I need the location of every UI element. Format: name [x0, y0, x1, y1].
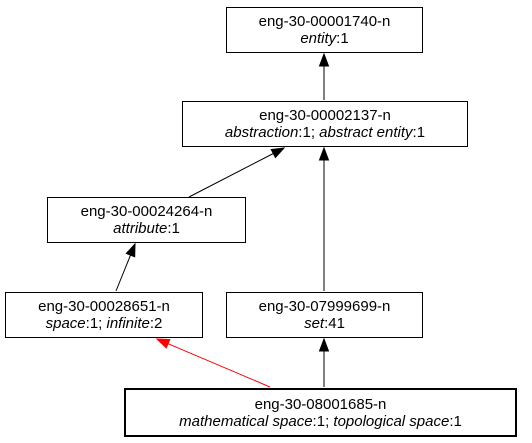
synset-lemmas: set:41: [304, 315, 345, 332]
synset-id: eng-30-00002137-n: [259, 107, 391, 124]
lemma-sense: 1: [89, 315, 99, 332]
arrowhead-icon: [318, 337, 330, 352]
hypernym-edge: [318, 52, 330, 100]
hypernym-edge: [115, 242, 136, 292]
edge-line: [167, 343, 271, 388]
edge-line: [188, 153, 274, 198]
arrowhead-icon: [125, 242, 136, 258]
synset-id: eng-30-08001685-n: [254, 395, 387, 413]
synset-lemmas: mathematical space:1; topological space:…: [179, 412, 462, 430]
edge-line: [115, 254, 131, 292]
synset-lemmas: attribute:1: [113, 220, 180, 237]
lemma-word: topological space: [333, 412, 450, 430]
lemma-word: attribute: [113, 220, 168, 237]
lemma-word: abstraction: [224, 124, 299, 141]
lemma-word: space: [45, 315, 86, 332]
lemma-word: set: [304, 315, 325, 332]
synset-id: eng-30-00001740-n: [258, 13, 391, 30]
synset-node-set[interactable]: eng-30-07999699-n set:41: [226, 292, 423, 338]
lemma-word: mathematical space: [179, 412, 313, 430]
hypernym-edge: [318, 337, 330, 387]
lemma-sense: 1: [416, 124, 426, 141]
synset-id: eng-30-07999699-n: [258, 298, 391, 315]
lemma-sense: 2: [154, 315, 163, 332]
lemma-sense: 1: [171, 220, 180, 237]
arrowhead-icon: [318, 146, 330, 161]
synset-lemmas: space:1; infinite:2: [45, 315, 163, 332]
arrowhead-icon: [270, 147, 286, 159]
lemma-sense: 41: [328, 315, 345, 332]
synset-lemmas: abstraction:1; abstract entity:1: [224, 124, 426, 141]
lemma-sense: 1: [453, 412, 462, 430]
synset-node-entity[interactable]: eng-30-00001740-n entity:1: [226, 7, 423, 53]
synset-node-abstraction[interactable]: eng-30-00002137-n abstraction:1; abstrac…: [182, 101, 468, 147]
lemma-word: abstract entity: [319, 124, 413, 141]
synset-lemmas: entity:1: [300, 30, 349, 47]
hypernym-edge: [188, 147, 286, 198]
lemma-word: entity: [300, 30, 337, 47]
lemma-sense: 1: [340, 30, 349, 47]
arrowhead-icon: [155, 338, 171, 349]
synset-node-space[interactable]: eng-30-00028651-n space:1; infinite:2: [5, 292, 203, 338]
synset-node-mathematical-space[interactable]: eng-30-08001685-n mathematical space:1; …: [124, 388, 517, 437]
hypernym-edge: [155, 338, 271, 388]
lemma-sense: 1: [302, 124, 311, 141]
synset-id: eng-30-00028651-n: [38, 298, 170, 315]
hypernym-edge: [318, 146, 330, 291]
lemma-sense: 1: [316, 412, 326, 430]
synset-id: eng-30-00024264-n: [80, 203, 213, 220]
arrowhead-icon: [318, 52, 330, 67]
synset-node-attribute[interactable]: eng-30-00024264-n attribute:1: [47, 197, 246, 243]
lemma-word: infinite: [106, 315, 150, 332]
